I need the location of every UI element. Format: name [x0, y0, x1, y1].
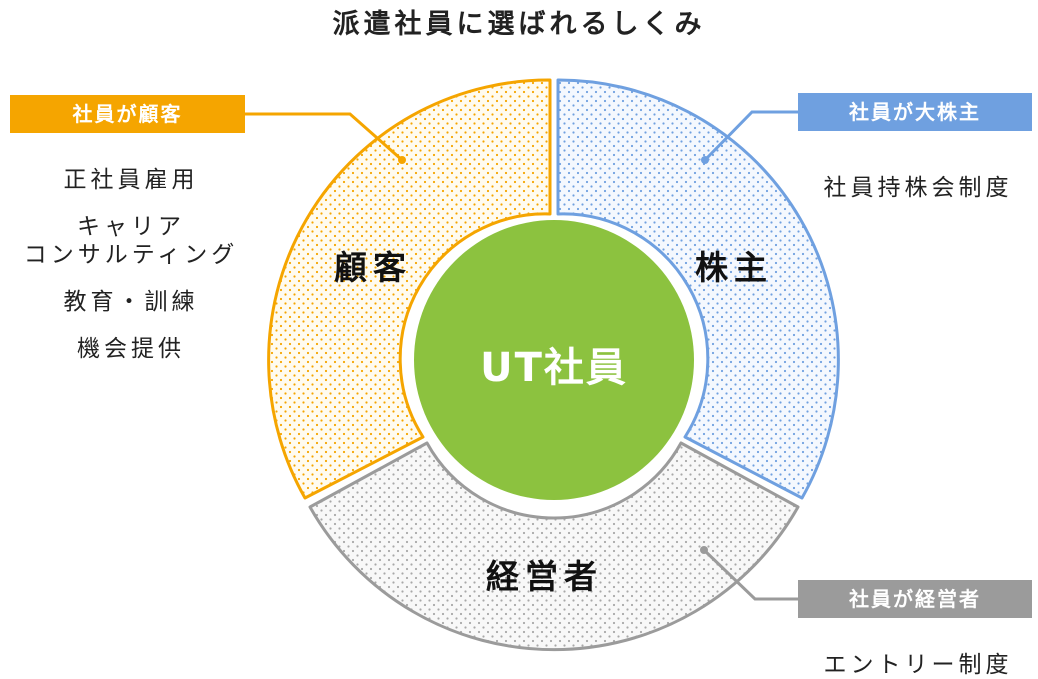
manager-benefit: エントリー制度 — [823, 652, 1013, 678]
segment-label-shareholder: 株主 — [695, 248, 773, 287]
segment-manager — [308, 441, 800, 652]
connector-manager — [700, 546, 798, 601]
segment-label-manager: 経営者 — [486, 557, 603, 596]
customer-benefits-list: 正社員雇用 キャリア コンサルティング 教育・訓練 機会提供 — [0, 166, 262, 382]
segment-shareholder — [556, 78, 840, 500]
center-circle — [414, 220, 694, 500]
shareholder-benefit: 社員持株会制度 — [823, 175, 1013, 201]
tag-shareholder: 社員が大株主 — [798, 93, 1032, 131]
connector-customer — [245, 112, 406, 164]
benefit-item: キャリア — [77, 214, 185, 240]
diagram-title: 派遣社員に選ばれるしくみ — [332, 9, 706, 40]
segment-label-customer: 顧客 — [334, 248, 412, 287]
benefit-item: 機会提供 — [77, 336, 185, 362]
tag-customer: 社員が顧客 — [10, 95, 245, 133]
center-label: UT社員 — [480, 345, 628, 391]
benefit-item: 正社員雇用 — [63, 167, 199, 193]
connector-shareholder — [701, 110, 798, 164]
benefit-item: コンサルティング — [23, 242, 239, 268]
tag-manager: 社員が経営者 — [798, 580, 1032, 618]
segment-customer — [267, 78, 552, 500]
benefit-item: 教育・訓練 — [63, 289, 199, 315]
